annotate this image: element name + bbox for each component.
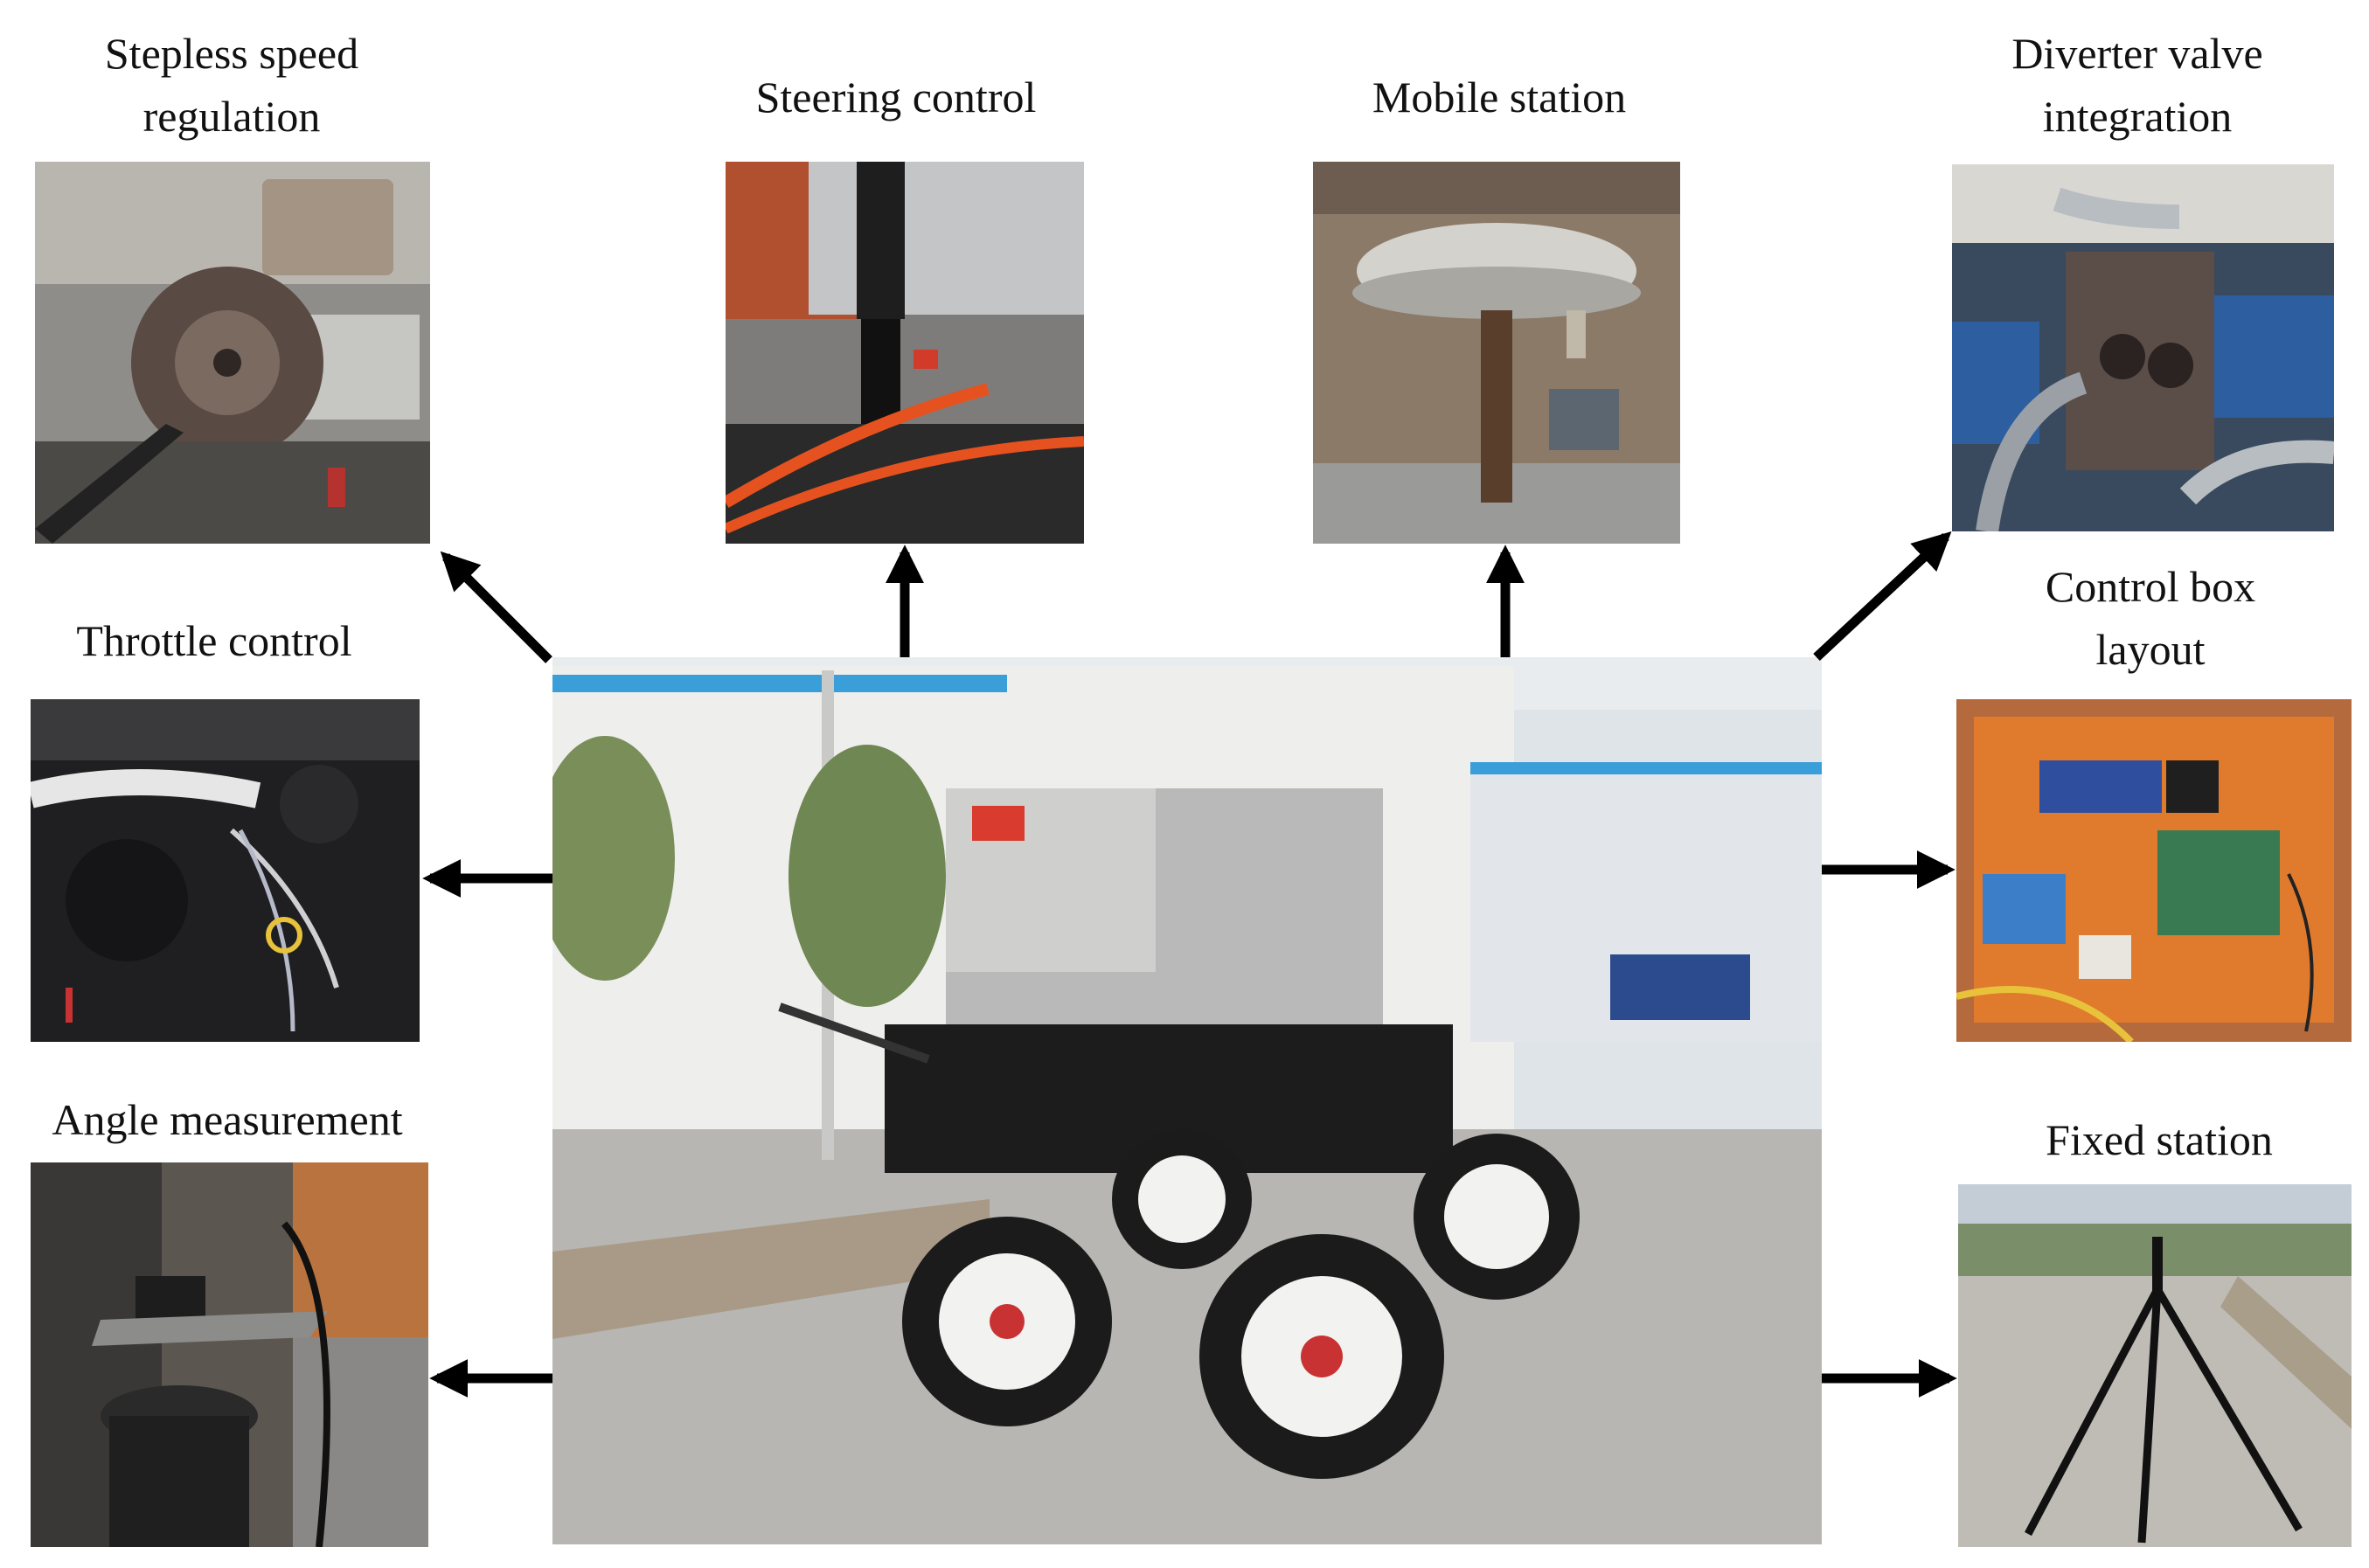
- label-stepless-line-2: regulation: [142, 92, 321, 141]
- photo-stepless-speed-regulation: [35, 162, 430, 544]
- photo-mobile-station: [1313, 162, 1680, 544]
- arrow-to-diverter-valve-integration: [1813, 531, 1952, 662]
- label-throttle-control: Throttle control: [76, 616, 352, 665]
- photo-control-box-layout: [1956, 699, 2352, 1042]
- label-control-box-line-1: Control box: [2045, 562, 2256, 611]
- photo-fixed-station: [1958, 1184, 2352, 1547]
- label-fixed-station: Fixed station: [2046, 1115, 2273, 1164]
- label-stepless-line-1: Stepless speed: [104, 29, 359, 78]
- label-mobile-station: Mobile station: [1372, 73, 1627, 121]
- label-control-box-line-2: layout: [2095, 625, 2206, 674]
- arrow-to-stepless-speed-regulation: [440, 551, 552, 663]
- photo-sprayer-vehicle: [552, 657, 1822, 1544]
- label-diverter-line-1: Diverter valve: [2011, 29, 2263, 78]
- label-stepless-speed-regulation: Stepless speed regulation: [35, 22, 428, 148]
- photo-angle-measurement: [31, 1162, 428, 1547]
- photo-throttle-control: [31, 699, 420, 1042]
- label-diverter-valve-integration: Diverter valve integration: [1941, 22, 2334, 148]
- label-angle-measurement: Angle measurement: [52, 1095, 403, 1144]
- label-steering-control: Steering control: [755, 73, 1037, 121]
- label-diverter-line-2: integration: [2042, 92, 2233, 141]
- label-control-box-layout: Control box layout: [1958, 555, 2343, 681]
- photo-steering-control: [726, 162, 1084, 544]
- photo-diverter-valve-integration: [1952, 164, 2334, 531]
